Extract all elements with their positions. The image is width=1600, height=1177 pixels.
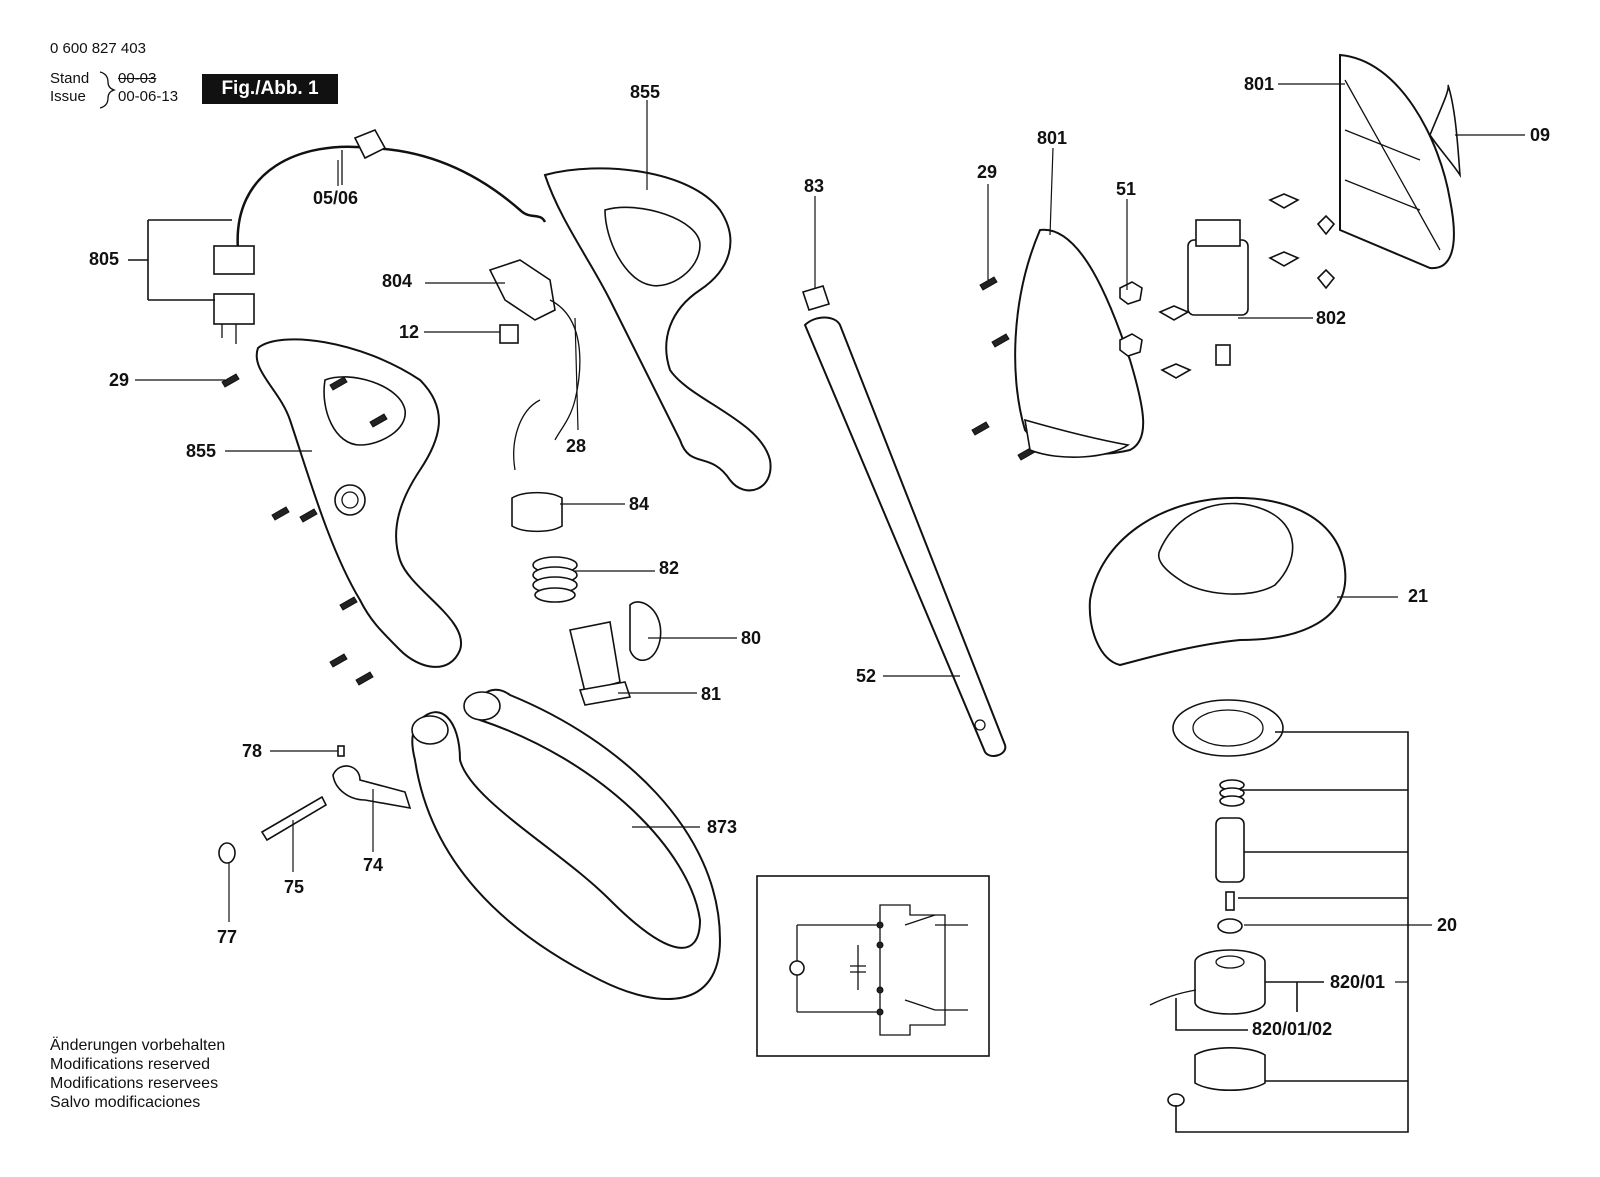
part-number: 0 600 827 403: [50, 40, 146, 57]
label-801-rear: 801: [1244, 74, 1275, 94]
motor-802: [1119, 193, 1336, 379]
handle-873: [411, 688, 722, 1001]
small-parts-center: [511, 491, 662, 706]
modifications-note: Änderungen vorbehalten Modifications res…: [50, 1036, 225, 1112]
label-20: 20: [1437, 915, 1458, 935]
label-802: 802: [1316, 308, 1347, 328]
label-80: 80: [741, 628, 762, 648]
housing-half-left: [255, 338, 463, 668]
label-82: 82: [659, 558, 680, 578]
note-line: Änderungen vorbehalten: [50, 1037, 226, 1054]
label-75: 75: [284, 877, 305, 897]
label-820-01-02: 820/01/02: [1252, 1019, 1333, 1039]
label-28: 28: [566, 436, 587, 456]
motor-housing-rear: [1339, 53, 1462, 270]
label-21: 21: [1408, 586, 1429, 606]
motor-cover-front: [1014, 228, 1145, 458]
power-cable: [213, 128, 547, 344]
label-51: 51: [1116, 179, 1137, 199]
label-81: 81: [701, 684, 722, 704]
label-805: 805: [89, 249, 120, 269]
label-09: 09: [1530, 125, 1551, 145]
label-78: 78: [242, 741, 263, 761]
leader-lines: [128, 83, 1525, 1133]
figure-badge: Fig./Abb. 1: [202, 74, 338, 104]
label-804: 804: [382, 271, 413, 291]
label-855-right: 855: [630, 82, 661, 102]
label-801-front: 801: [1037, 128, 1068, 148]
label-52: 52: [856, 666, 877, 686]
label-83: 83: [804, 176, 825, 196]
stand-label: Stand: [50, 70, 90, 87]
note-line: Modifications reserved: [50, 1056, 211, 1073]
label-29-left: 29: [109, 370, 130, 390]
label-05-06: 05/06: [313, 188, 359, 208]
label-855-left: 855: [186, 441, 217, 461]
label-84: 84: [629, 494, 650, 514]
wiring-diagram: [756, 875, 990, 1057]
label-29-right: 29: [977, 162, 998, 182]
issue-label: Issue: [50, 88, 86, 105]
shaft-assembly: [801, 285, 1007, 757]
note-line: Salvo modificaciones: [50, 1094, 201, 1111]
header-brace: [99, 71, 117, 109]
issue-date: 00-06-13: [118, 88, 179, 105]
spool-assembly: [1149, 699, 1284, 1107]
small-parts-left: [218, 745, 412, 864]
housing-half-right: [543, 167, 772, 492]
switch-assembly: [488, 259, 581, 471]
label-820-01: 820/01: [1330, 972, 1386, 992]
label-873: 873: [707, 817, 738, 837]
note-line: Modifications reservees: [50, 1075, 219, 1092]
stand-date: 00-03: [118, 70, 157, 87]
label-12: 12: [399, 322, 420, 342]
screws: [221, 276, 1036, 686]
guard-21: [1088, 496, 1347, 667]
label-77: 77: [217, 927, 238, 947]
label-74: 74: [363, 855, 384, 875]
